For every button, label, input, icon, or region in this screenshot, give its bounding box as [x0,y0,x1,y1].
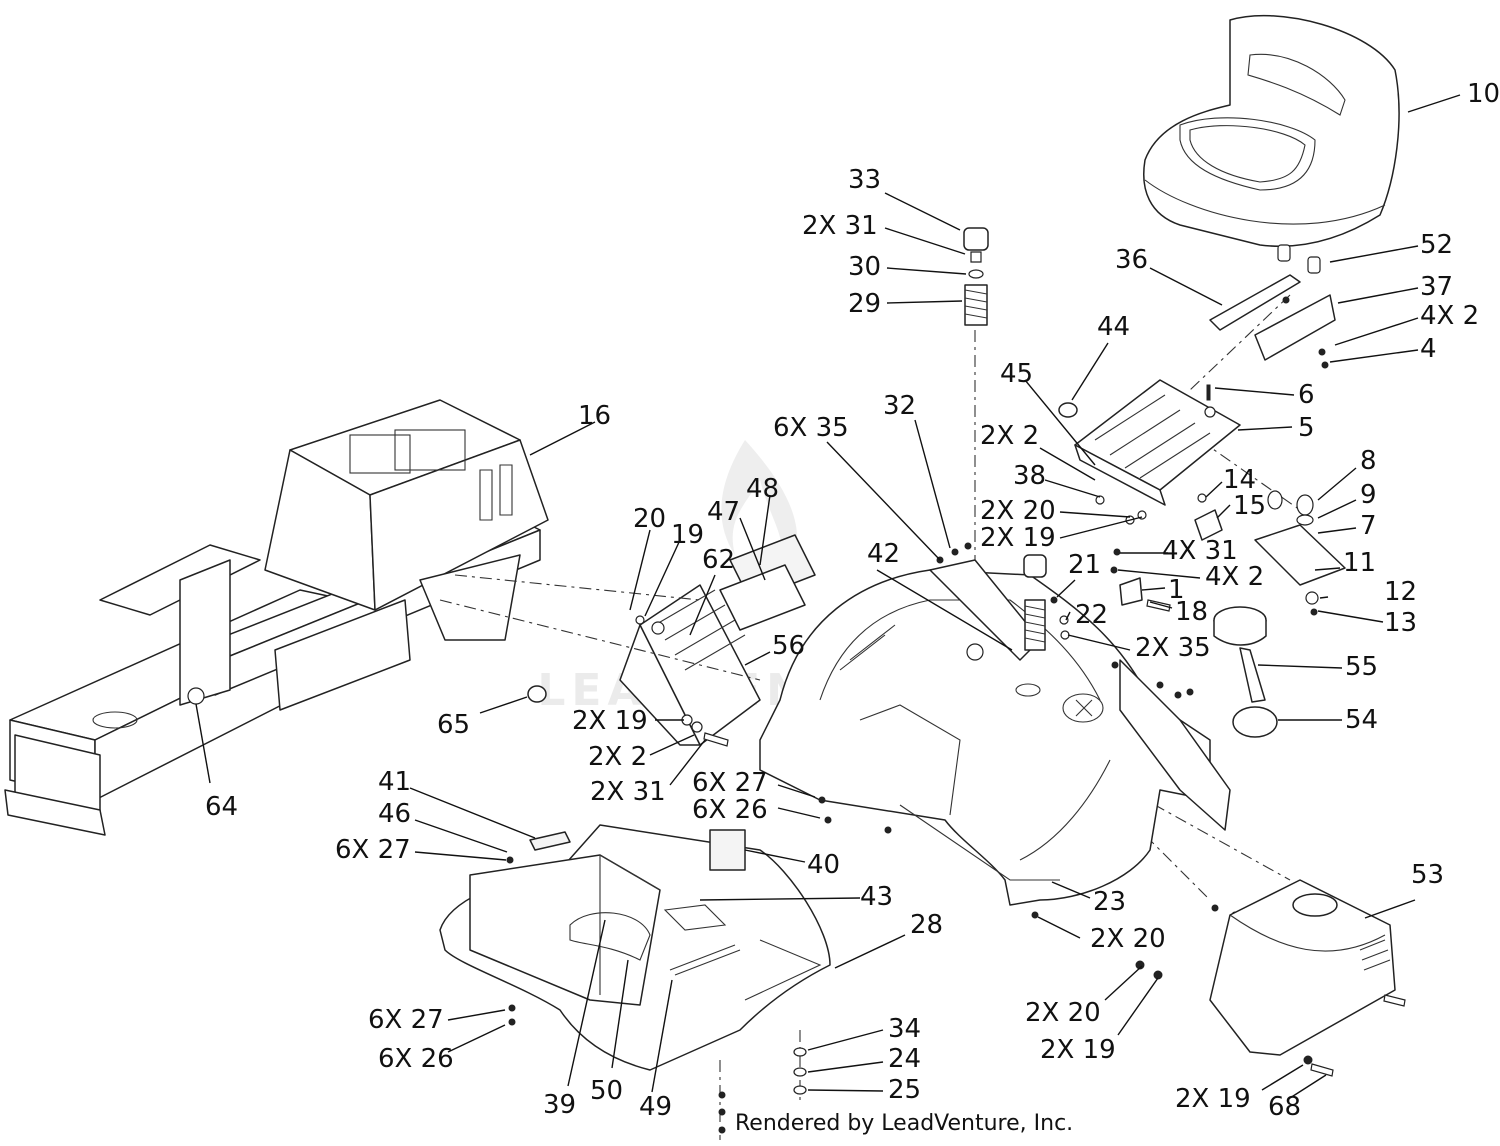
callout-25: 25 [888,1075,921,1105]
callout-29: 29 [848,289,881,319]
callout-32: 32 [883,391,916,421]
bushing-part-64 [187,687,205,705]
callout-27-6x-lower: 6X 27 [368,1005,444,1035]
callout-2-4x-upper: 4X 2 [1420,301,1479,331]
callout-20-2x-lower: 2X 20 [1025,998,1101,1028]
decal-part-40 [709,829,746,871]
callout-18: 18 [1175,597,1208,627]
callout-19-2x-upper: 2X 19 [980,523,1056,553]
callout-64: 64 [205,792,238,822]
callout-38: 38 [1013,461,1046,491]
seat-bracket-parts-36-37 [1209,244,1336,369]
callout-19-2x-tank: 2X 19 [1175,1084,1251,1114]
fender-hardware [818,661,1239,980]
callout-52: 52 [1420,230,1453,260]
callout-65: 65 [437,710,470,740]
callout-23: 23 [1093,887,1126,917]
callout-24: 24 [888,1044,921,1074]
frame-part-16 [4,399,549,836]
callout-30: 30 [848,252,881,282]
seat-part-10 [1143,14,1400,247]
callout-14: 14 [1223,465,1256,495]
callout-16: 16 [578,401,611,431]
fender-part-23 [759,569,1231,906]
callout-27-6x-mid: 6X 27 [692,768,768,798]
callout-35-6x: 6X 35 [773,413,849,443]
callout-35-2x: 2X 35 [1135,633,1211,663]
callout-53: 53 [1411,860,1444,890]
floor-pan-part-28 [439,824,831,1134]
callout-28: 28 [910,910,943,940]
callout-34: 34 [888,1014,921,1044]
render-credit: Rendered by LeadVenture, Inc. [735,1111,1073,1136]
callout-26-6x-mid: 6X 26 [692,795,768,825]
callout-42: 42 [867,539,900,569]
callout-62: 62 [702,545,735,575]
callout-43: 43 [860,882,893,912]
callout-8: 8 [1360,446,1377,476]
callout-7: 7 [1360,511,1377,541]
callout-49: 49 [639,1092,672,1122]
grommet-part-65 [527,685,547,703]
callout-37: 37 [1420,272,1453,302]
callout-36: 36 [1115,245,1148,275]
callout-40: 40 [807,850,840,880]
callout-2-2x-upper: 2X 2 [980,421,1039,451]
fuel-tank-part-53 [1209,879,1406,1077]
callout-6: 6 [1298,380,1315,410]
callout-31-2x-mid: 2X 31 [590,777,666,807]
callout-45: 45 [1000,359,1033,389]
callout-31-4x: 4X 31 [1162,536,1238,566]
callout-12: 12 [1384,577,1417,607]
decal-part-41 [529,831,571,851]
watermark-flame-logo [721,440,798,580]
callout-54: 54 [1345,705,1378,735]
callout-2-4x-lower: 4X 2 [1205,562,1264,592]
callout-26-6x-lower: 6X 26 [378,1044,454,1074]
callout-55: 55 [1345,652,1378,682]
callout-27-6x-upper: 6X 27 [335,835,411,865]
callout-56: 56 [772,631,805,661]
callout-5: 5 [1298,413,1315,443]
callout-21: 21 [1068,550,1101,580]
callout-68: 68 [1268,1092,1301,1122]
bumper-part-33 [963,227,989,251]
callout-19-upper-left: 19 [671,520,704,550]
callout-31-2x: 2X 31 [802,211,878,241]
callout-33: 33 [848,165,881,195]
callout-20-upper-left: 20 [633,504,666,534]
callout-10: 10 [1467,79,1500,109]
callout-20-2x-right: 2X 20 [1090,924,1166,954]
callout-15: 15 [1233,491,1266,521]
leader-lines [195,94,1461,1099]
decal-part-47 [719,564,806,631]
callout-19-2x-lower: 2X 19 [1040,1035,1116,1065]
callout-9: 9 [1360,480,1377,510]
spring-assembly-left [963,227,989,326]
callout-50: 50 [590,1076,623,1106]
callout-1: 1 [1168,575,1185,605]
callout-39: 39 [543,1090,576,1120]
pedal-bracket-group [527,534,816,747]
callout-11: 11 [1343,548,1376,578]
callout-44: 44 [1097,312,1130,342]
callout-2-2x-mid: 2X 2 [588,742,647,772]
callout-41: 41 [378,767,411,797]
callout-47: 47 [707,497,740,527]
gasket-part-54 [1232,706,1278,738]
callout-13: 13 [1384,608,1417,638]
callout-48: 48 [746,474,779,504]
spring-assembly-right [1023,554,1070,651]
seat-pan-part-5 [1058,379,1241,525]
fuel-cap-part-55 [1213,606,1267,703]
callout-19-2x-mid: 2X 19 [572,706,648,736]
callout-20-2x-upper: 2X 20 [980,496,1056,526]
callout-46: 46 [378,799,411,829]
callout-labels: 10 33 2X 31 30 29 36 52 37 4X 2 4 44 45 … [205,79,1500,1122]
callout-22: 22 [1075,600,1108,630]
callout-4: 4 [1420,334,1437,364]
